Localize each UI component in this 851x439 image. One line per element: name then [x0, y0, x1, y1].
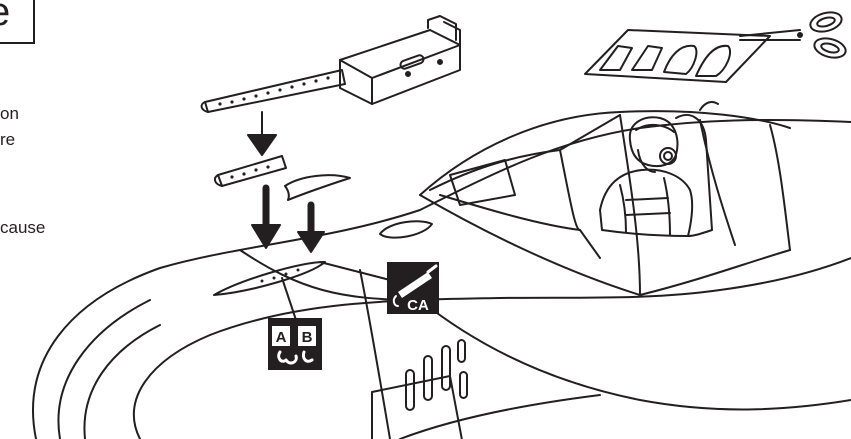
ca-label: CA	[407, 297, 429, 314]
template-sheet	[585, 30, 770, 82]
ca-glue-icon: CA	[387, 262, 439, 314]
barrel-segment	[215, 156, 286, 186]
exhaust-louvres	[372, 340, 467, 439]
fuselage	[33, 120, 851, 439]
canopy	[420, 102, 790, 295]
epoxy-ab-icon: A B	[268, 318, 322, 370]
epoxy-a-label: A	[276, 329, 287, 346]
scissors	[740, 9, 848, 61]
install-arrows	[248, 112, 324, 252]
cowl-slot	[380, 221, 432, 237]
gun-fairing	[285, 175, 350, 200]
machine-gun	[202, 16, 460, 112]
epoxy-b-label: B	[302, 329, 313, 346]
